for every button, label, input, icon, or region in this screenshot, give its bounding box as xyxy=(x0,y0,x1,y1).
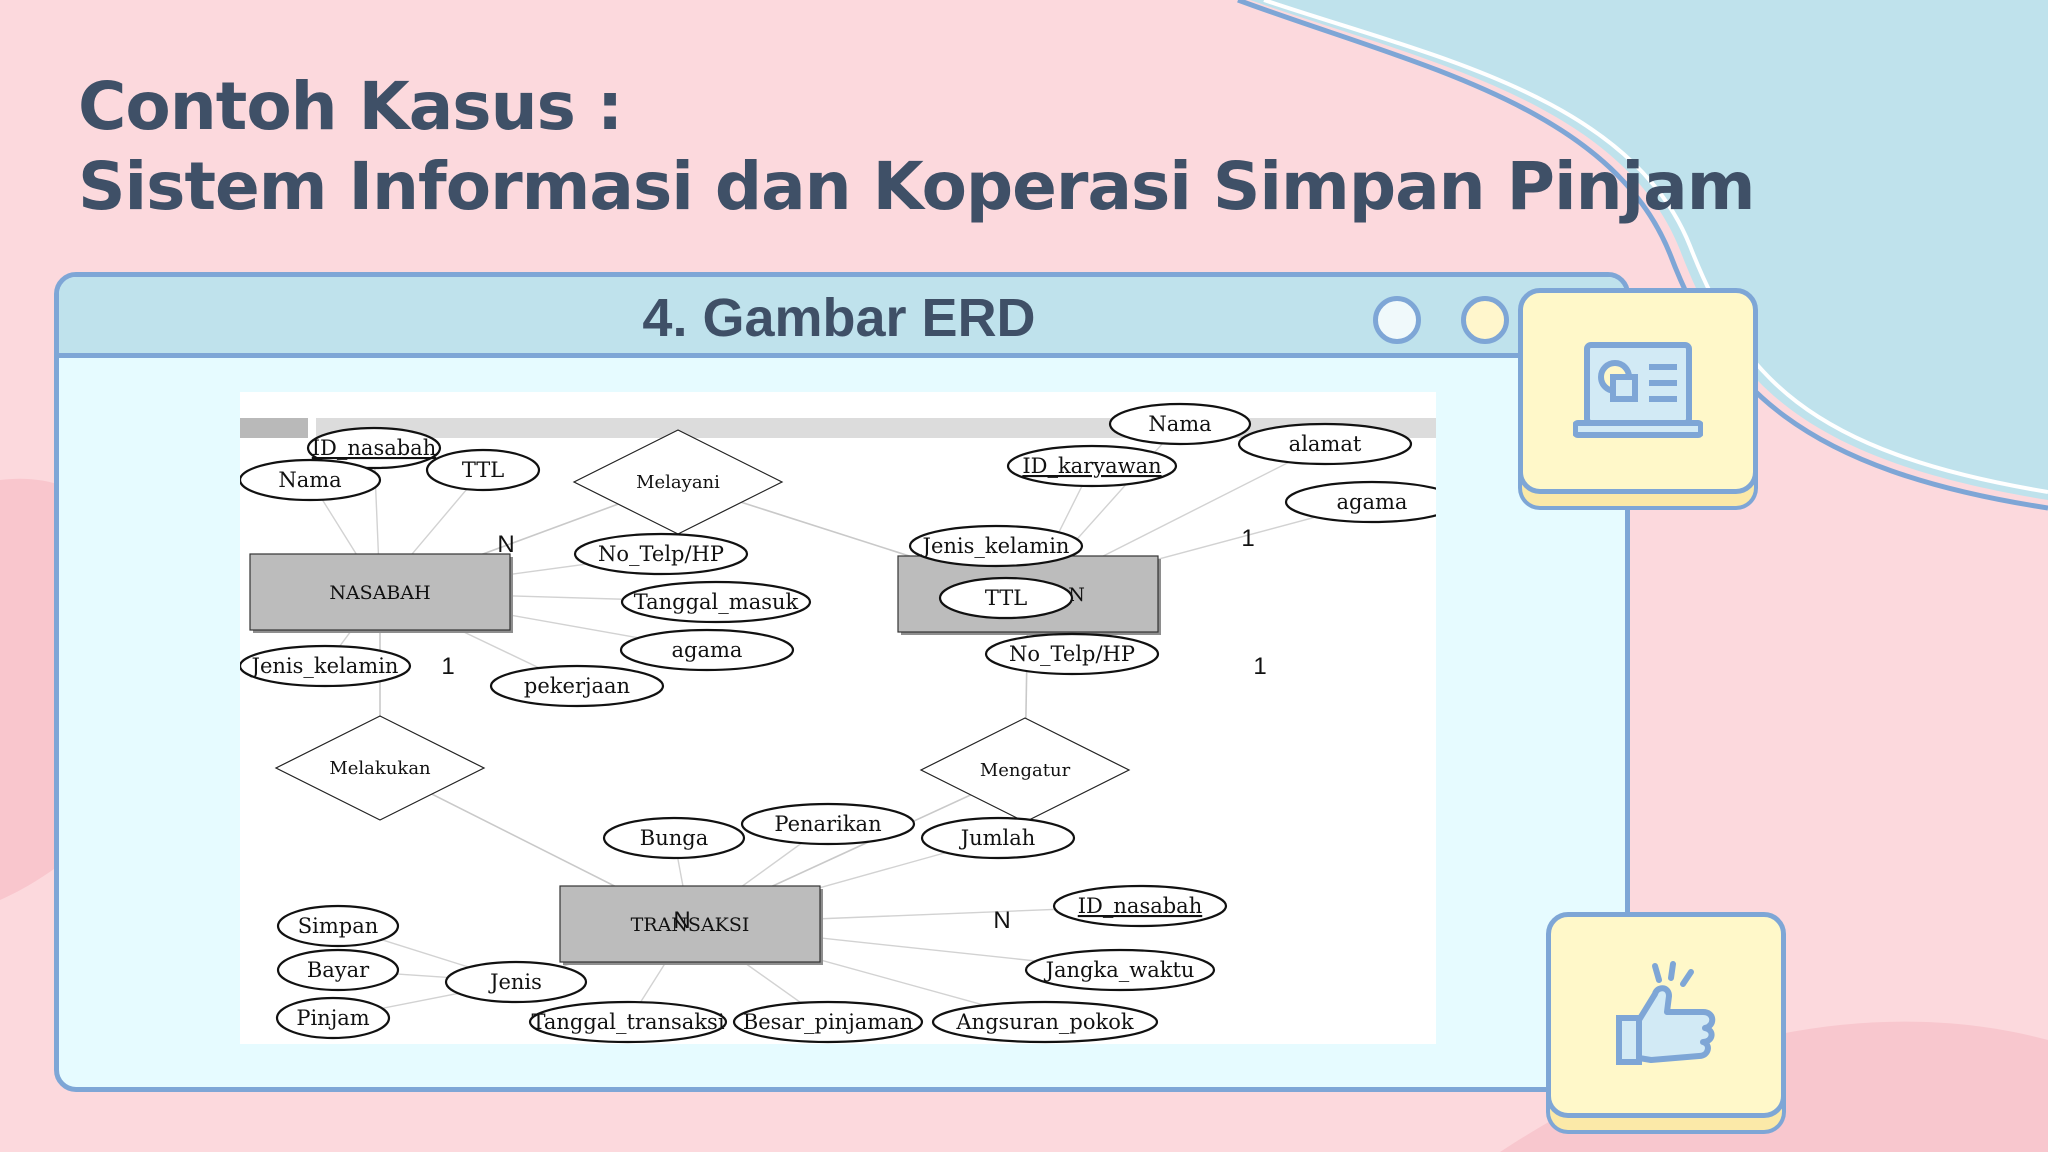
attribute-label: ID_nasabah xyxy=(312,436,436,460)
window-title: 4. Gambar ERD xyxy=(642,288,1036,348)
attribute-label: Jenis xyxy=(488,970,542,994)
attribute-label: agama xyxy=(672,638,743,662)
slide-title-line-2: Sistem Informasi dan Koperasi Simpan Pin… xyxy=(78,148,1755,225)
cardinality-label: N xyxy=(993,907,1010,934)
attribute-label: Penarikan xyxy=(774,812,881,836)
cardinality-label: N xyxy=(673,907,690,934)
attribute-label: Jangka_waktu xyxy=(1044,958,1195,982)
slide-title-line-1: Contoh Kasus : xyxy=(78,68,623,145)
attribute-ellipse xyxy=(740,802,916,846)
attribute-label: agama xyxy=(1337,490,1408,514)
attribute-ellipse xyxy=(931,1000,1159,1044)
blue-blob-shape xyxy=(1250,0,2048,500)
relationship-label: Melayani xyxy=(636,472,720,493)
erd-diagram-panel: MelayaniMelakukanMengaturNASABAHKARYAWAN… xyxy=(240,392,1436,1044)
like-card xyxy=(1546,912,1786,1118)
window-circle-button[interactable] xyxy=(1461,296,1509,344)
attribute-ellipse xyxy=(619,628,795,672)
window-circle-button[interactable] xyxy=(1373,296,1421,344)
attribute-ellipse xyxy=(602,816,746,860)
presentation-board-icon xyxy=(1573,342,1703,438)
attribute-ellipse xyxy=(275,996,391,1040)
attribute-ellipse xyxy=(1052,884,1228,928)
entity-label: NASABAH xyxy=(329,582,430,604)
attribute-ellipse xyxy=(908,524,1084,568)
attribute-label: Besar_pinjaman xyxy=(743,1010,913,1034)
erd-connectors xyxy=(309,423,1373,1023)
entity-transaksi xyxy=(559,885,821,963)
attribute-ellipse xyxy=(920,816,1076,860)
attribute-label: Tanggal_masuk xyxy=(634,590,799,614)
attribute-label: No_Telp/HP xyxy=(598,542,724,566)
attribute-ellipse xyxy=(306,426,442,470)
attribute-ellipse xyxy=(489,664,665,708)
attribute-ellipse xyxy=(444,960,588,1004)
relationship-label: Mengatur xyxy=(980,760,1071,781)
attribute-ellipse xyxy=(240,458,382,502)
attribute-label: ID_karyawan xyxy=(1022,454,1161,478)
attribute-ellipse xyxy=(1237,422,1413,466)
attribute-label: No_Telp/HP xyxy=(1009,642,1135,666)
attribute-label: Jumlah xyxy=(959,826,1036,850)
attribute-label: Tanggal_transaksi xyxy=(531,1010,724,1034)
window-title-bar: 4. Gambar ERD xyxy=(59,277,1625,358)
cardinality-label: N xyxy=(497,531,514,558)
attribute-ellipse xyxy=(938,576,1074,620)
entity-nasabah xyxy=(249,553,511,631)
attribute-label: Jenis_kelamin xyxy=(921,534,1070,558)
cardinality-label: 1 xyxy=(441,653,454,680)
relationship-melakukan xyxy=(274,715,486,821)
attribute-label: Jenis_kelamin xyxy=(250,654,399,678)
attribute-label: Nama xyxy=(278,468,341,492)
attribute-label: TTL xyxy=(462,458,504,482)
image-header-block xyxy=(240,418,308,438)
attribute-label: Bayar xyxy=(307,958,370,982)
attribute-label: Bunga xyxy=(640,826,708,850)
attribute-ellipse xyxy=(425,448,541,492)
attribute-ellipse xyxy=(984,632,1160,676)
attribute-ellipse xyxy=(1108,402,1252,446)
attribute-ellipse xyxy=(1006,444,1178,488)
attribute-ellipse xyxy=(1024,948,1216,992)
presentation-card xyxy=(1518,288,1758,494)
attribute-label: Nama xyxy=(1148,412,1211,436)
blue-blob-outline xyxy=(1237,0,2048,511)
erd-diagram: MelayaniMelakukanMengaturNASABAHKARYAWAN… xyxy=(240,402,1436,1044)
blue-blob-inner-line xyxy=(1263,0,2048,494)
attribute-label: TTL xyxy=(985,586,1027,610)
attribute-ellipse xyxy=(1284,480,1436,524)
attribute-label: alamat xyxy=(1289,432,1362,456)
thumbs-up-icon xyxy=(1616,961,1716,1065)
cardinality-label: 1 xyxy=(1241,525,1254,552)
attribute-ellipse xyxy=(528,1000,728,1044)
attribute-ellipse xyxy=(573,532,749,576)
attribute-label: Angsuran_pokok xyxy=(955,1010,1133,1034)
attribute-ellipse xyxy=(620,580,812,624)
cardinality-label: 1 xyxy=(1253,653,1266,680)
attribute-label: Simpan xyxy=(298,914,379,938)
attribute-ellipse xyxy=(276,948,400,992)
attribute-ellipse xyxy=(240,644,412,688)
relationship-label: Melakukan xyxy=(329,758,431,779)
attribute-ellipse xyxy=(732,1000,924,1044)
attribute-label: pekerjaan xyxy=(524,674,630,698)
attribute-label: ID_nasabah xyxy=(1078,894,1202,918)
entity-label: TRANSAKSI xyxy=(631,914,750,936)
attribute-label: Pinjam xyxy=(296,1006,369,1030)
attribute-ellipse xyxy=(276,904,400,948)
